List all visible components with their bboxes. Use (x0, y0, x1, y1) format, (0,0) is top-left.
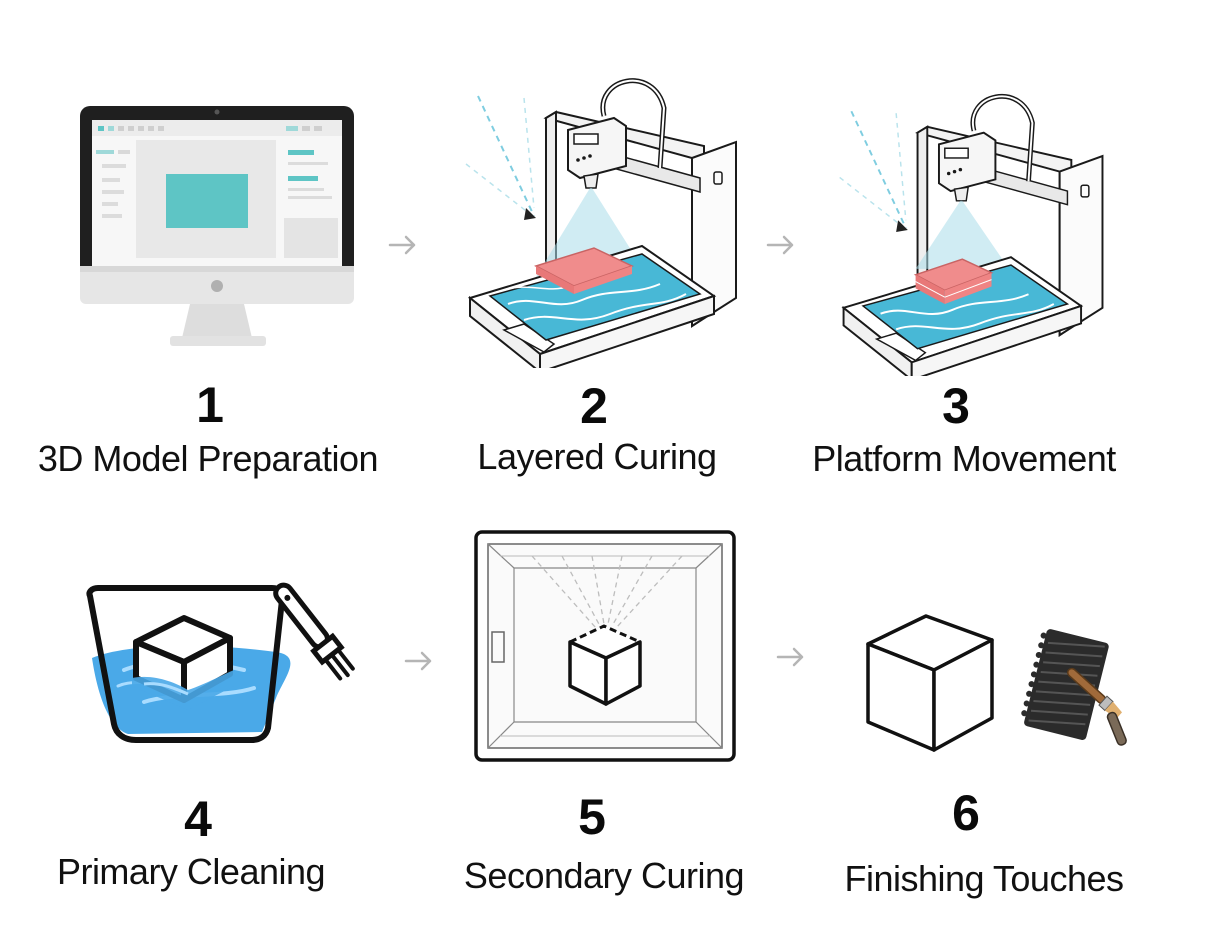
arrow-1-to-2 (388, 234, 418, 261)
step-2-label: Layered Curing (477, 436, 717, 477)
step-3-number: 3 (942, 378, 970, 434)
resin-printer-icon (465, 78, 737, 368)
step-2-number: 2 (580, 378, 608, 434)
step-1-number: 1 (196, 377, 224, 433)
step-5-number: 5 (578, 789, 606, 845)
step-3-label: Platform Movement (812, 438, 1116, 479)
cleaning-bath-icon (86, 582, 355, 743)
step-6-number: 6 (952, 785, 980, 841)
resin-printer-icon (839, 93, 1104, 376)
arrow-5-to-6 (776, 646, 806, 673)
computer-monitor-icon (80, 106, 354, 346)
arrow-2-to-3 (766, 234, 796, 261)
arrow-4-to-5 (404, 650, 434, 677)
finished-cube-icon (866, 614, 994, 752)
step-4-number: 4 (184, 791, 212, 847)
step-5-label: Secondary Curing (463, 855, 745, 896)
sanding-tools-icon (1021, 629, 1127, 746)
step-1-label: 3D Model Preparation (37, 438, 379, 479)
step-6-label: Finishing Touches (844, 858, 1124, 899)
uv-chamber-icon (474, 530, 736, 762)
step-4-label: Primary Cleaning (56, 851, 326, 892)
